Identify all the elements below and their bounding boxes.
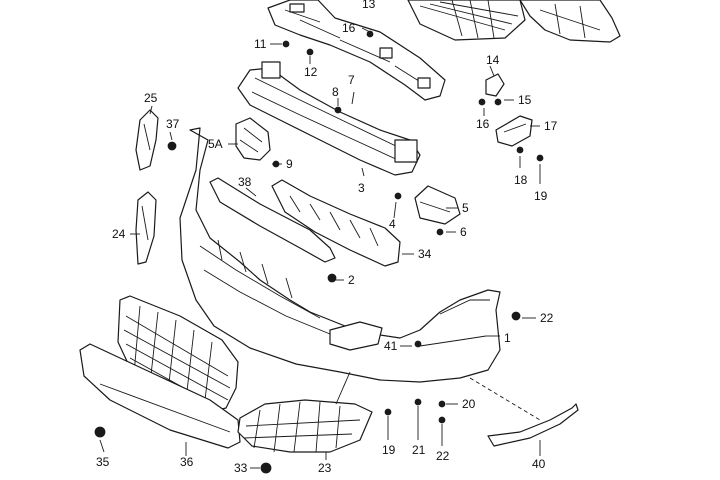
callout-8: 8 bbox=[332, 85, 339, 99]
bumper-cover bbox=[179, 127, 501, 383]
side-guide-24 bbox=[135, 191, 157, 265]
callout-6: 6 bbox=[460, 225, 467, 239]
upper-carrier bbox=[267, 0, 446, 101]
callout-37: 37 bbox=[166, 117, 180, 131]
callout-7: 7 bbox=[348, 73, 355, 87]
callout-13: 13 bbox=[362, 0, 376, 11]
callout-11: 11 bbox=[254, 37, 267, 51]
callout-1: 1 bbox=[504, 331, 511, 345]
bracket-17 bbox=[495, 115, 533, 147]
callout-22-bottom: 22 bbox=[436, 449, 450, 463]
leader-lines bbox=[99, 27, 541, 469]
lower-grille-insert bbox=[237, 399, 373, 453]
callout-15: 15 bbox=[518, 93, 532, 107]
callout-16-right: 16 bbox=[476, 117, 490, 131]
callout-17: 17 bbox=[544, 119, 558, 133]
trim-leader-dashed bbox=[469, 377, 541, 421]
callout-34: 34 bbox=[418, 247, 432, 261]
lower-spoiler bbox=[79, 343, 241, 449]
grille-carrier bbox=[209, 177, 336, 263]
callout-16-top: 16 bbox=[342, 21, 356, 35]
callout-40: 40 bbox=[532, 457, 546, 471]
callout-5a: 5A bbox=[208, 137, 223, 151]
energy-absorber bbox=[271, 179, 401, 267]
callout-24: 24 bbox=[112, 227, 126, 241]
callout-3: 3 bbox=[358, 181, 365, 195]
callout-9: 9 bbox=[286, 157, 293, 171]
bumper-reinforcement bbox=[237, 61, 421, 176]
callout-41: 41 bbox=[384, 339, 398, 353]
callout-12: 12 bbox=[304, 65, 318, 79]
callout-2: 2 bbox=[348, 273, 355, 287]
callout-14: 14 bbox=[486, 53, 500, 67]
callout-38: 38 bbox=[238, 175, 252, 189]
callout-5: 5 bbox=[462, 201, 469, 215]
top-grille-fragment bbox=[407, 0, 526, 41]
bracket-14 bbox=[485, 73, 505, 97]
bracket-5 bbox=[414, 185, 461, 225]
callout-19-right: 19 bbox=[534, 189, 548, 203]
callout-21: 21 bbox=[412, 443, 426, 457]
callout-35: 35 bbox=[96, 455, 110, 469]
callout-23: 23 bbox=[318, 461, 332, 475]
bracket-5a bbox=[235, 117, 271, 161]
callout-labels: 1 2 3 4 5 5A 6 7 8 9 11 12 13 14 15 16 1… bbox=[96, 0, 558, 475]
callout-25: 25 bbox=[144, 91, 158, 105]
callout-33: 33 bbox=[234, 461, 248, 475]
top-right-bracket bbox=[519, 0, 621, 43]
side-guide-25 bbox=[135, 109, 159, 171]
callout-4: 4 bbox=[389, 217, 396, 231]
callout-20: 20 bbox=[462, 397, 476, 411]
trim-strip bbox=[487, 403, 579, 447]
callout-22-right: 22 bbox=[540, 311, 554, 325]
callout-18: 18 bbox=[514, 173, 528, 187]
callout-19-bottom: 19 bbox=[382, 443, 396, 457]
callout-36: 36 bbox=[180, 455, 194, 469]
